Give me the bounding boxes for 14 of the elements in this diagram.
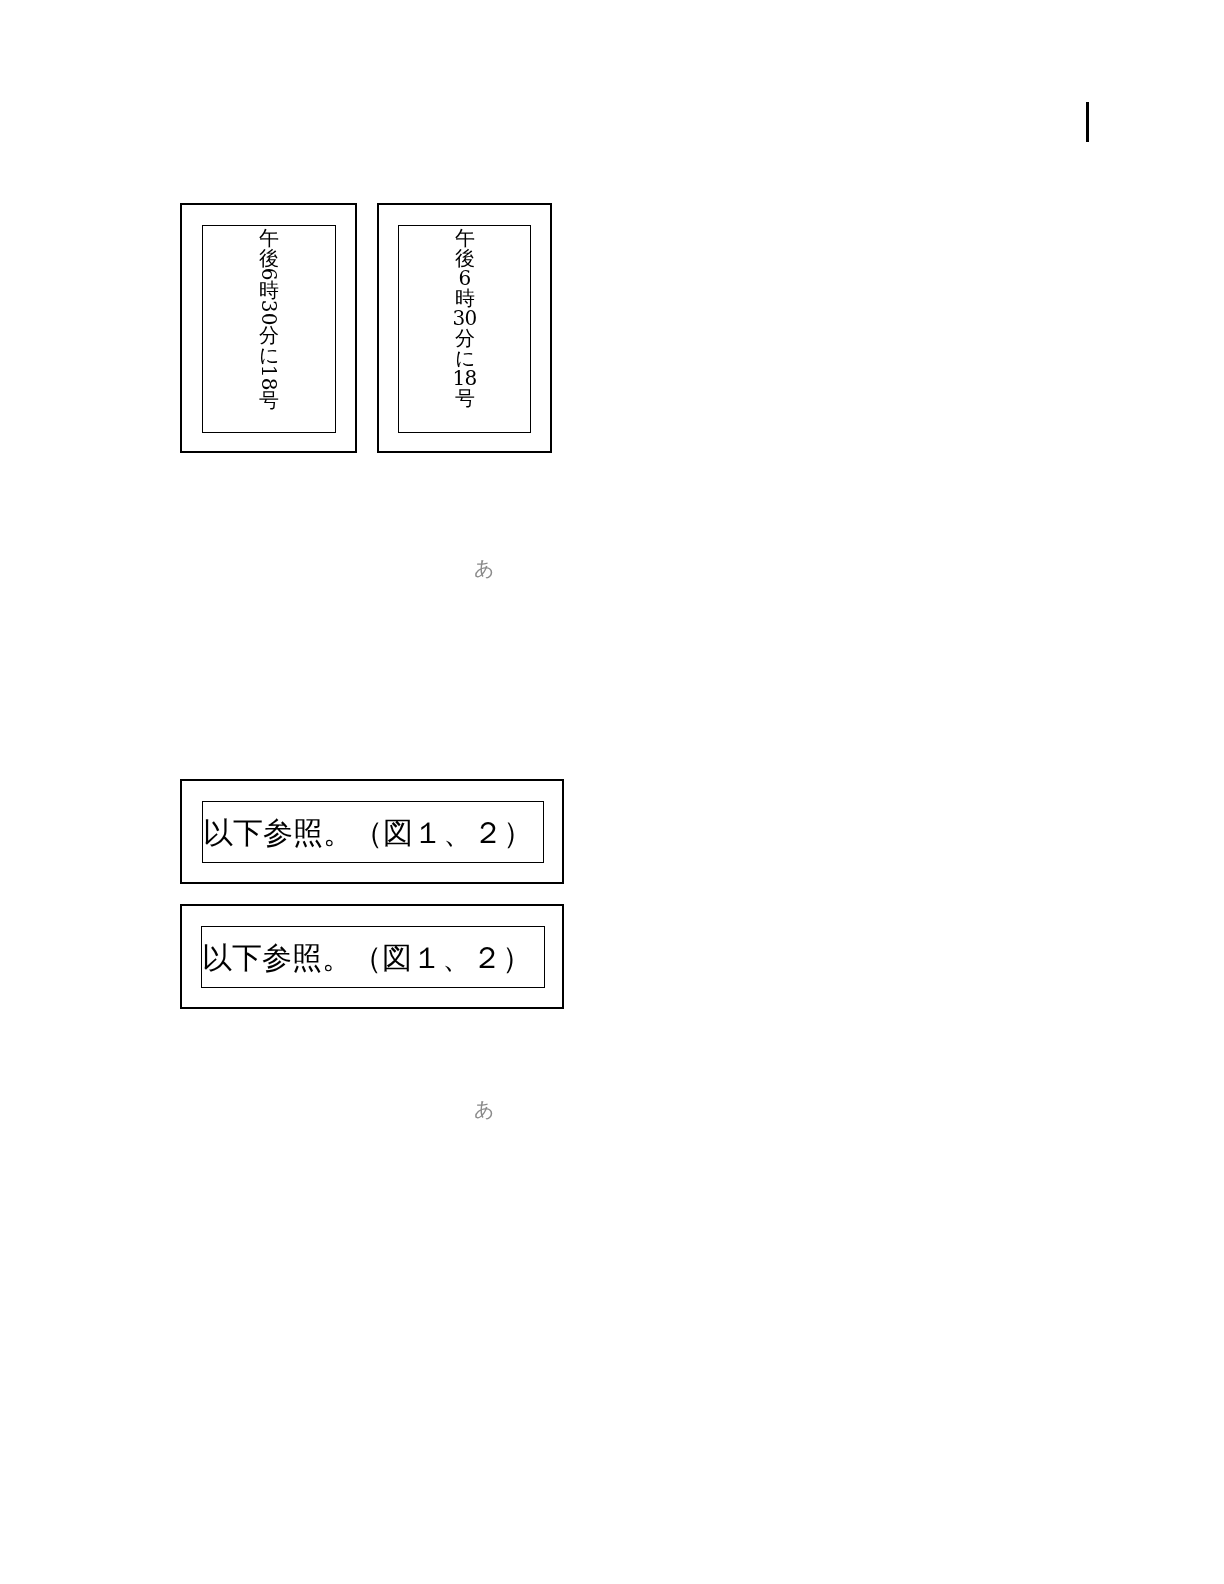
text-frame bbox=[201, 926, 545, 988]
sample-character: あ bbox=[474, 1099, 494, 1119]
outer-frame bbox=[180, 779, 564, 884]
sample-text: 以下参照。（図１、２） bbox=[202, 940, 532, 974]
outer-frame bbox=[180, 203, 357, 453]
vertical-text: 午後6時30分に18号 bbox=[451, 228, 478, 408]
outer-frame bbox=[180, 904, 564, 1009]
text-frame bbox=[202, 225, 336, 433]
outer-frame bbox=[377, 203, 552, 453]
sample-character: あ bbox=[474, 558, 494, 578]
vertical-text: 午後6時30分に18号 bbox=[256, 228, 283, 410]
text-frame bbox=[398, 225, 531, 433]
sample-text: 以下参照。（図１、２） bbox=[203, 815, 533, 849]
text-frame bbox=[202, 801, 544, 863]
